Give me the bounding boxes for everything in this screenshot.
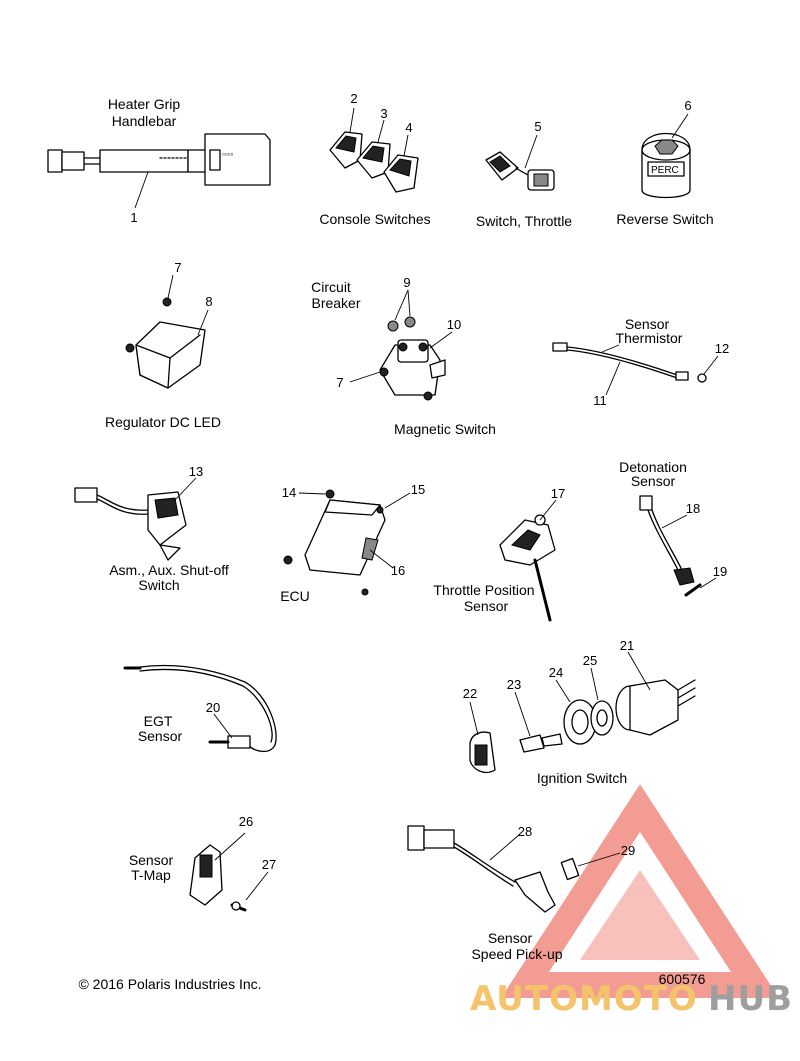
speed-pickup-sensor-part xyxy=(407,825,621,913)
label-ecu: ECU xyxy=(280,588,310,604)
label-switch-throttle: Switch, Throttle xyxy=(476,213,572,229)
callout-13: 13 xyxy=(189,464,203,479)
callout-27: 27 xyxy=(262,857,276,872)
callout-9: 9 xyxy=(403,275,410,290)
callout-10: 10 xyxy=(447,317,461,332)
watermark-text: AUTOMOTO HUB xyxy=(470,979,793,1019)
callout-3: 3 xyxy=(380,106,387,121)
callout-4: 4 xyxy=(405,120,412,135)
label-detonation-line1: Detonation xyxy=(619,459,687,475)
label-aux-shutoff-line2: Switch xyxy=(138,577,179,593)
ecu-part xyxy=(283,489,411,596)
heater-grip-part: ▫▫▫▫ xyxy=(47,133,271,209)
detonation-sensor-part xyxy=(639,495,717,597)
label-throttle-position-line1: Throttle Position xyxy=(433,582,534,598)
label-ignition-switch: Ignition Switch xyxy=(537,770,627,786)
label-heater-grip-line1: Heater Grip xyxy=(108,96,181,112)
egt-sensor-part xyxy=(123,664,277,753)
label-reverse-switch: Reverse Switch xyxy=(616,211,713,227)
watermark-text-secondary: HUB xyxy=(708,979,793,1019)
label-egt-line1: EGT xyxy=(144,713,173,729)
copyright-text: © 2016 Polaris Industries Inc. xyxy=(78,976,261,992)
callout-14: 14 xyxy=(282,485,296,500)
label-tmap-line1: Sensor xyxy=(129,852,174,868)
callout-17: 17 xyxy=(551,486,565,501)
callout-23: 23 xyxy=(507,677,521,692)
callout-29: 29 xyxy=(621,843,635,858)
callout-25: 25 xyxy=(583,653,597,668)
callout-20: 20 xyxy=(206,700,220,715)
callout-19: 19 xyxy=(713,564,727,579)
label-speed-pickup-line1: Sensor xyxy=(488,930,533,946)
label-throttle-position-line2: Sensor xyxy=(464,598,509,614)
tmap-sensor-part xyxy=(189,832,269,912)
callout-6: 6 xyxy=(684,98,691,113)
callout-11: 11 xyxy=(593,393,607,408)
label-egt-line2: Sensor xyxy=(138,728,183,744)
callout-1: 1 xyxy=(130,210,137,225)
callout-5: 5 xyxy=(534,119,541,134)
label-regulator: Regulator DC LED xyxy=(105,414,221,430)
watermark-logo xyxy=(501,784,779,998)
label-heater-grip-line2: Handlebar xyxy=(112,113,177,129)
label-sensor-thermistor-line1: Sensor xyxy=(625,316,670,332)
label-console-switches: Console Switches xyxy=(319,211,430,227)
watermark-text-primary: AUTOMOTO xyxy=(470,979,698,1019)
throttle-position-sensor-part xyxy=(499,499,557,622)
label-tmap-line2: T-Map xyxy=(131,867,171,883)
callout-15: 15 xyxy=(411,482,425,497)
aux-shutoff-switch-part xyxy=(74,477,197,561)
callout-22: 22 xyxy=(463,686,477,701)
callout-7b: 7 xyxy=(336,375,343,390)
callout-7a: 7 xyxy=(174,260,181,275)
reverse-switch-marking: PERC xyxy=(651,165,679,176)
reverse-switch-part: PERC xyxy=(641,113,691,199)
magnetic-switch-part xyxy=(349,289,453,401)
label-sensor-thermistor-line2: Thermistor xyxy=(616,330,683,346)
callout-26: 26 xyxy=(239,814,253,829)
throttle-switch-part xyxy=(485,134,555,191)
label-aux-shutoff-line1: Asm., Aux. Shut-off xyxy=(109,562,229,578)
regulator-part xyxy=(125,274,209,389)
label-detonation-line2: Sensor xyxy=(631,473,676,489)
callout-24: 24 xyxy=(549,665,563,680)
label-speed-pickup-line2: Speed Pick-up xyxy=(471,946,562,962)
callout-28: 28 xyxy=(518,824,532,839)
callout-16: 16 xyxy=(391,563,405,578)
ignition-switch-part xyxy=(469,651,696,774)
watermark-triangle-icon xyxy=(501,784,779,998)
callout-12: 12 xyxy=(715,341,729,356)
label-magnetic-switch: Magnetic Switch xyxy=(394,421,496,437)
callout-8: 8 xyxy=(205,294,212,309)
watermark-inner-triangle-icon xyxy=(580,870,700,960)
svg-text:▫▫▫▫: ▫▫▫▫ xyxy=(222,150,234,159)
callout-18: 18 xyxy=(686,501,700,516)
thermistor-part xyxy=(552,342,719,396)
callout-2: 2 xyxy=(350,91,357,106)
label-circuit-breaker-line1: Circuit xyxy=(311,279,351,295)
callout-21: 21 xyxy=(620,638,634,653)
label-circuit-breaker-line2: Breaker xyxy=(311,295,360,311)
diagram-id: 600576 xyxy=(659,971,706,987)
console-switches-part xyxy=(329,107,419,193)
